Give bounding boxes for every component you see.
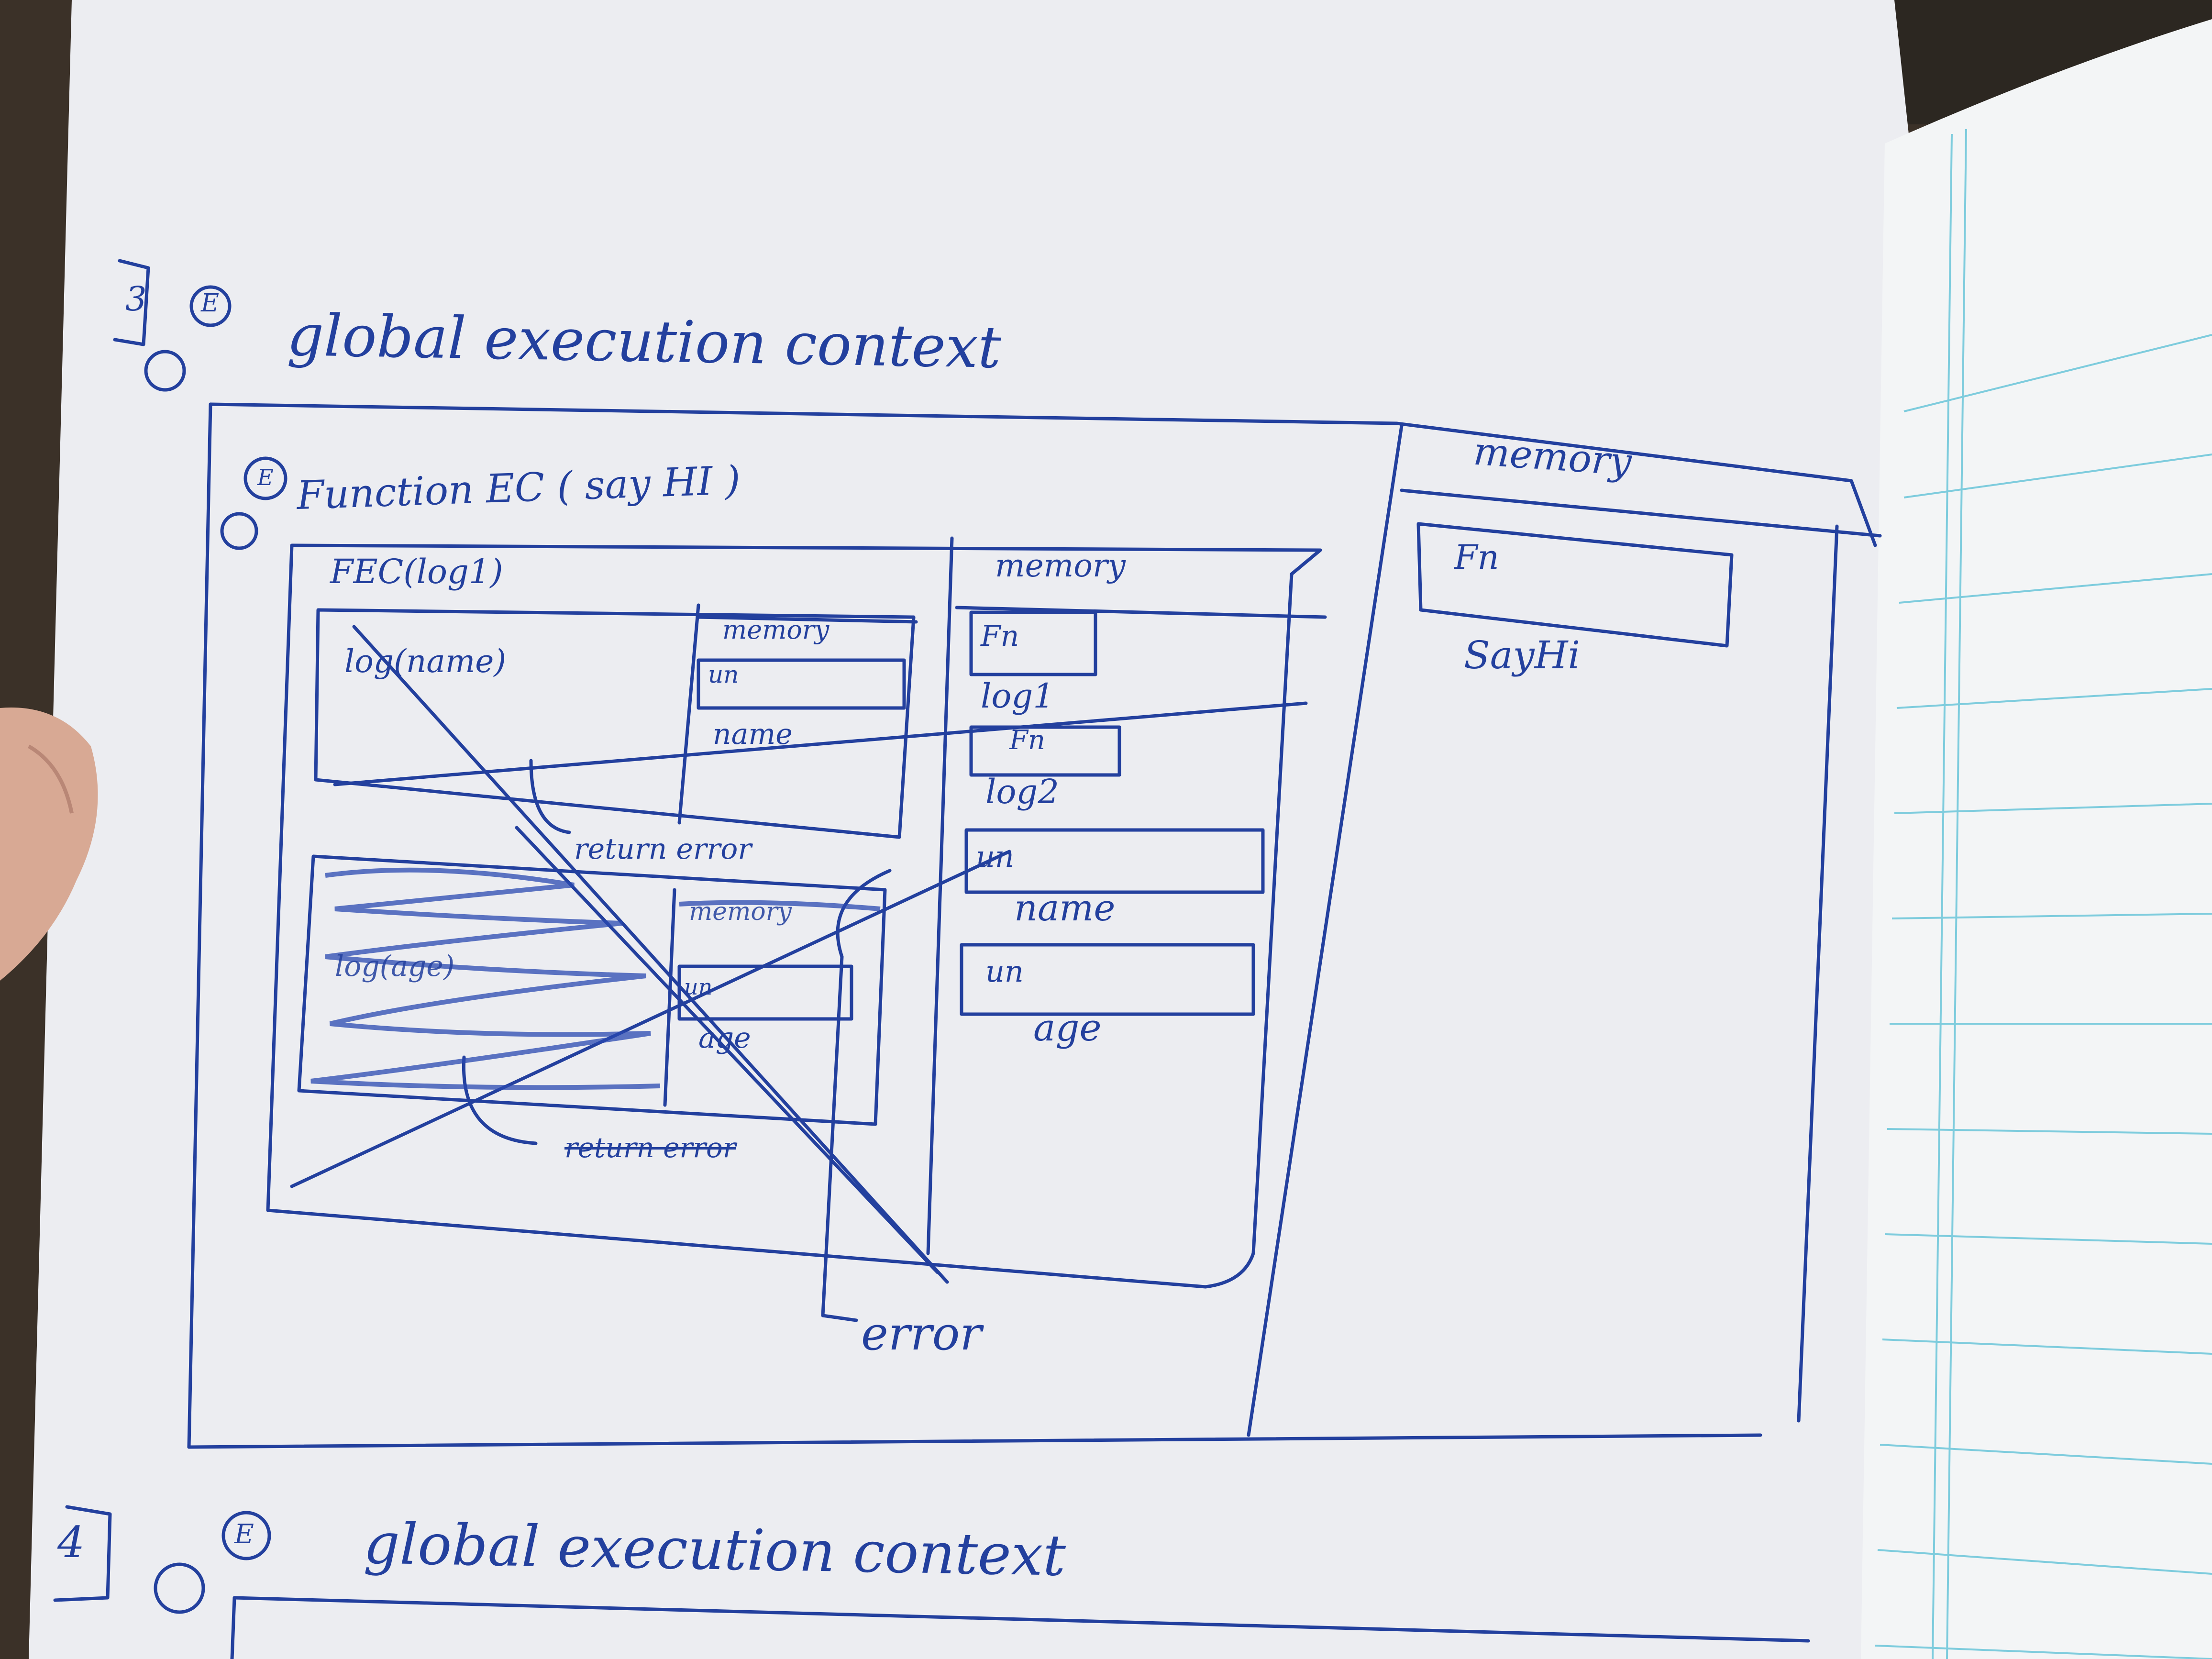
function-memory-slot-4-value: un — [985, 954, 1024, 989]
section-4-marker: E — [234, 1519, 254, 1550]
fec-log1-memory-value: un — [708, 661, 739, 688]
fec-log1-label: FEC(log1) — [330, 552, 503, 591]
fec-log2-call: log(age) — [335, 950, 455, 983]
function-memory-slot-2-name: log2 — [985, 772, 1059, 811]
function-ec-marker: E — [257, 465, 274, 490]
function-ec-result: error — [861, 1307, 982, 1360]
fec-log1-memory-name: name — [713, 718, 793, 751]
fec-log1-result: return error — [574, 832, 752, 866]
section-number: 3 — [125, 279, 147, 319]
section-marker: E — [201, 289, 219, 318]
function-memory-slot-1-value: Fn — [981, 619, 1019, 653]
function-memory-slot-3-value: un — [976, 839, 1014, 874]
fec-log1-call: log(name) — [344, 643, 507, 680]
fec-log2-memory-value: un — [684, 974, 713, 1000]
function-memory-label: memory — [995, 547, 1126, 584]
section-4-heading: global execution context — [363, 1510, 1066, 1589]
function-memory-slot-1-name: log1 — [981, 676, 1054, 716]
function-memory-slot-2-value: Fn — [1009, 725, 1045, 756]
fec-log2-memory-name: age — [698, 1021, 751, 1055]
function-memory-slot-3-name: name — [1014, 886, 1116, 929]
fec-log2-memory-label: memory — [689, 897, 792, 926]
global-memory-slot-name: SayHi — [1464, 633, 1581, 677]
fec-log1-memory-label: memory — [722, 615, 830, 645]
global-memory-slot-value: Fn — [1454, 538, 1499, 577]
section-4-number: 4 — [57, 1517, 85, 1568]
section-heading: global execution context — [286, 302, 1002, 382]
function-memory-slot-4-name: age — [1033, 1006, 1102, 1050]
fec-log2-result: return error — [564, 1131, 736, 1164]
global-memory-label: memory — [1472, 429, 1633, 485]
